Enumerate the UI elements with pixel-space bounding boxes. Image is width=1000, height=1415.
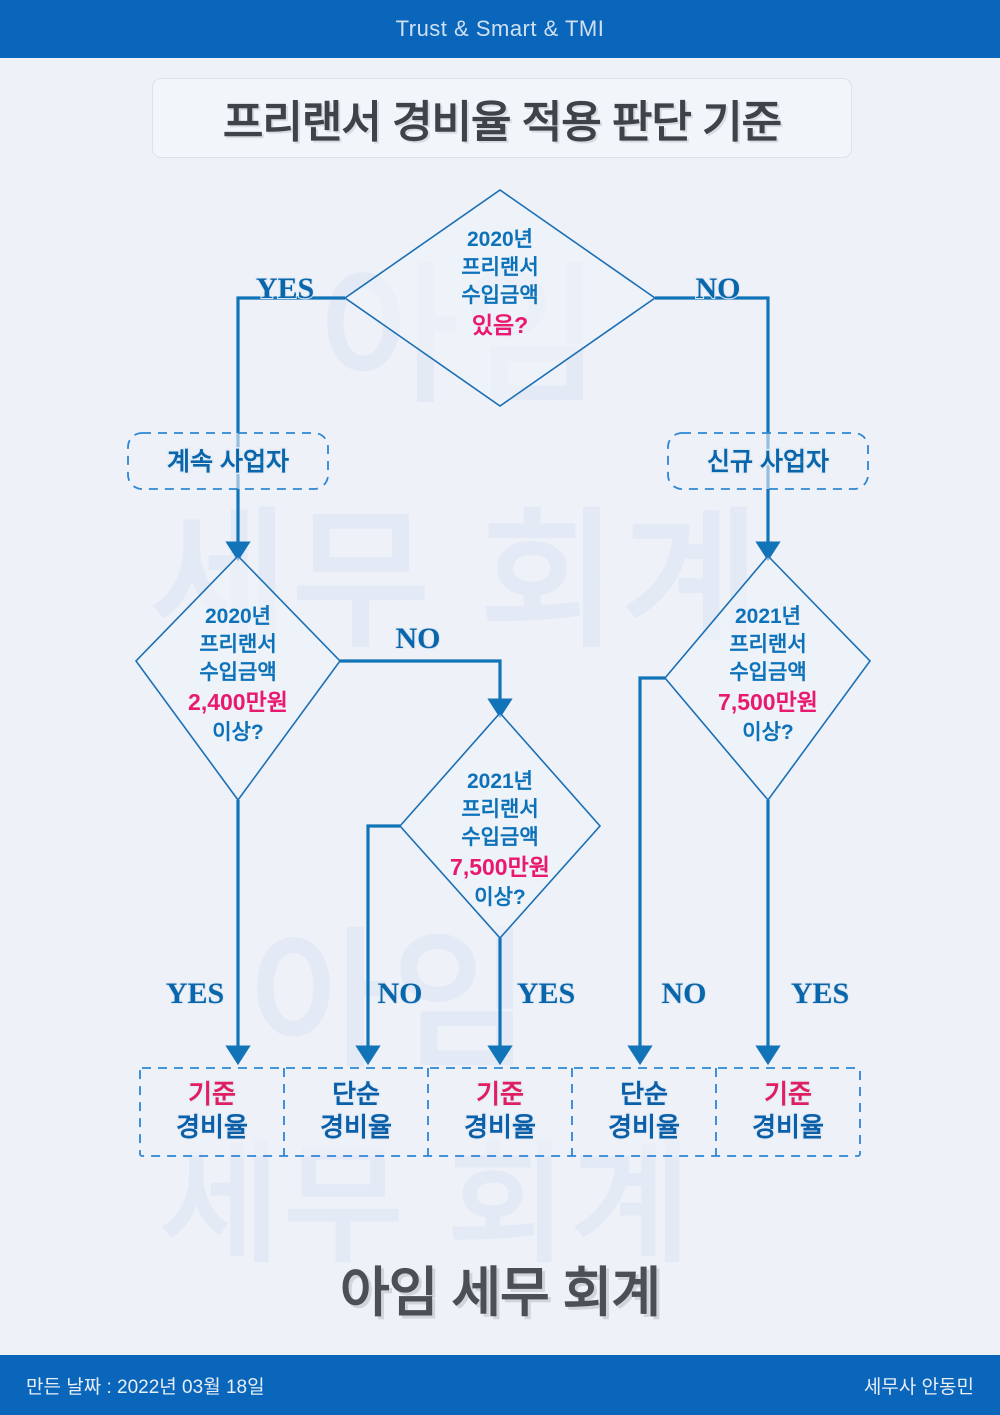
edge-label-bottom-yes: YES xyxy=(166,977,224,1010)
footer-author: 세무사 안동민 xyxy=(863,1376,974,1398)
result-line1: 단순 xyxy=(332,1079,380,1109)
node-line-highlight: 2,400만원 xyxy=(188,689,288,715)
edge-mid-no xyxy=(355,824,400,1066)
edge-left-no xyxy=(340,659,513,719)
footer-date: 만든 날짜 : 2022년 03월 18일 xyxy=(26,1376,265,1398)
result-cell: 단순 경비율 xyxy=(607,1078,682,1144)
node-line-highlight: 7,500만원 xyxy=(450,854,550,880)
result-line1: 단순 xyxy=(620,1079,668,1109)
header-bar: Trust & Smart & TMI xyxy=(0,0,1000,58)
node-line: 2021년 xyxy=(735,605,801,628)
decision-node-2020-income-exists: 2020년 프리랜서 수입금액 있음? xyxy=(343,189,657,407)
edge-yes-top xyxy=(225,296,345,562)
edge-label-bottom-yes: YES xyxy=(791,977,849,1010)
node-line: 프리랜서 xyxy=(461,798,538,821)
page-title-box: 프리랜서 경비율 적용 판단 기준 xyxy=(152,78,852,158)
edge-right-no xyxy=(627,676,665,1066)
edge-label-bottom-yes: YES xyxy=(517,977,575,1010)
node-line: 프리랜서 xyxy=(461,256,538,279)
page-title: 프리랜서 경비율 적용 판단 기준 xyxy=(222,98,782,147)
watermark-text: 아임 xyxy=(250,917,535,1085)
result-line1: 기준 xyxy=(188,1079,236,1109)
node-line: 2020년 xyxy=(467,228,533,251)
footer-bar: 만든 날짜 : 2022년 03월 18일 세무사 안동민 xyxy=(0,1355,1000,1415)
header-tagline: Trust & Smart & TMI xyxy=(395,16,605,41)
decision-node-2021-income-75m-mid: 2021년 프리랜서 수입금액 7,500만원 이상? xyxy=(398,711,602,940)
process-node-continuing-business: 계속 사업자 xyxy=(127,432,329,490)
process-label: 계속 사업자 xyxy=(167,448,289,476)
node-line: 2021년 xyxy=(467,770,533,793)
node-line: 프리랜서 xyxy=(199,633,276,656)
result-line2: 경비율 xyxy=(176,1112,248,1142)
result-line2: 경비율 xyxy=(752,1112,824,1142)
result-cell: 기준 경비율 xyxy=(175,1078,250,1144)
decision-node-2021-income-75m-right: 2021년 프리랜서 수입금액 7,500만원 이상? xyxy=(663,554,872,802)
decision-node-2020-income-24m: 2020년 프리랜서 수입금액 2,400만원 이상? xyxy=(134,554,342,802)
node-line: 2020년 xyxy=(205,605,271,628)
node-line: 프리랜서 xyxy=(729,633,806,656)
process-node-new-business: 신규 사업자 xyxy=(667,432,869,490)
result-cell: 기준 경비율 xyxy=(751,1078,826,1144)
process-label: 신규 사업자 xyxy=(707,448,829,476)
edge-label-bottom-no: NO xyxy=(378,977,423,1010)
node-line: 이상? xyxy=(474,886,525,909)
node-line-highlight: 있음? xyxy=(472,312,528,338)
flowchart-canvas: 2020년 프리랜서 수입금액 있음? 계속 사업자 신규 사업자 2020년 … xyxy=(127,189,872,1157)
result-cell: 기준 경비율 xyxy=(463,1078,538,1144)
result-cell: 단순 경비율 xyxy=(319,1078,394,1144)
edge-no-top xyxy=(655,296,781,562)
brand-name: 아임 세무 회계 xyxy=(339,1263,661,1323)
node-line: 수입금액 xyxy=(729,661,806,684)
edge-label-bottom-no: NO xyxy=(662,977,707,1010)
edge-label-no: NO xyxy=(696,272,741,305)
edge-label-no: NO xyxy=(396,622,441,655)
result-line1: 기준 xyxy=(476,1079,524,1109)
node-line: 이상? xyxy=(742,721,793,744)
node-line-highlight: 7,500만원 xyxy=(718,689,818,715)
result-line2: 경비율 xyxy=(464,1112,536,1142)
result-line1: 기준 xyxy=(764,1079,812,1109)
node-line: 수입금액 xyxy=(461,284,538,307)
edge-label-yes: YES xyxy=(256,272,314,305)
result-strip: 기준 경비율 단순 경비율 기준 경비율 단순 경비율 기준 경비율 xyxy=(139,1067,861,1157)
node-line: 수입금액 xyxy=(199,661,276,684)
node-line: 이상? xyxy=(212,721,263,744)
result-line2: 경비율 xyxy=(608,1112,680,1142)
result-line2: 경비율 xyxy=(320,1112,392,1142)
node-line: 수입금액 xyxy=(461,826,538,849)
